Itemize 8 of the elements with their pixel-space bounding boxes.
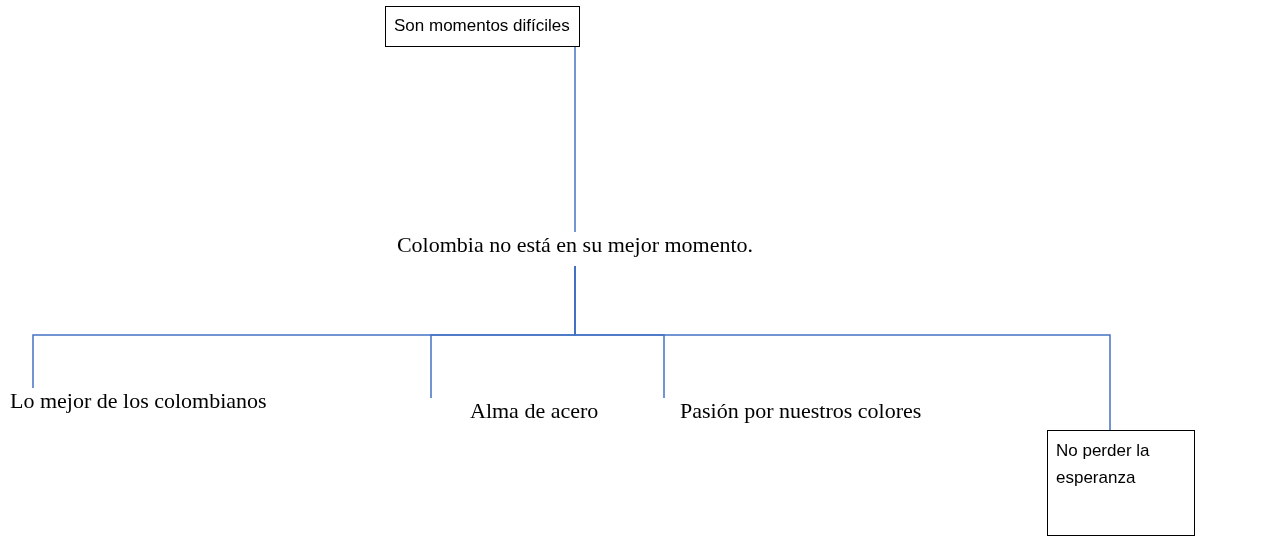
node-label: Lo mejor de los colombianos: [10, 388, 267, 413]
connector-line: [574, 46, 576, 233]
text-box: Son momentos difíciles: [385, 6, 580, 47]
node-label: Pasión por nuestros colores: [680, 398, 922, 423]
text-box: No perder la esperanza: [1047, 430, 1195, 536]
node-label: Alma de acero: [470, 398, 599, 423]
node-label: Colombia no está en su mejor momento.: [396, 232, 754, 257]
connector-line: [574, 265, 1111, 431]
